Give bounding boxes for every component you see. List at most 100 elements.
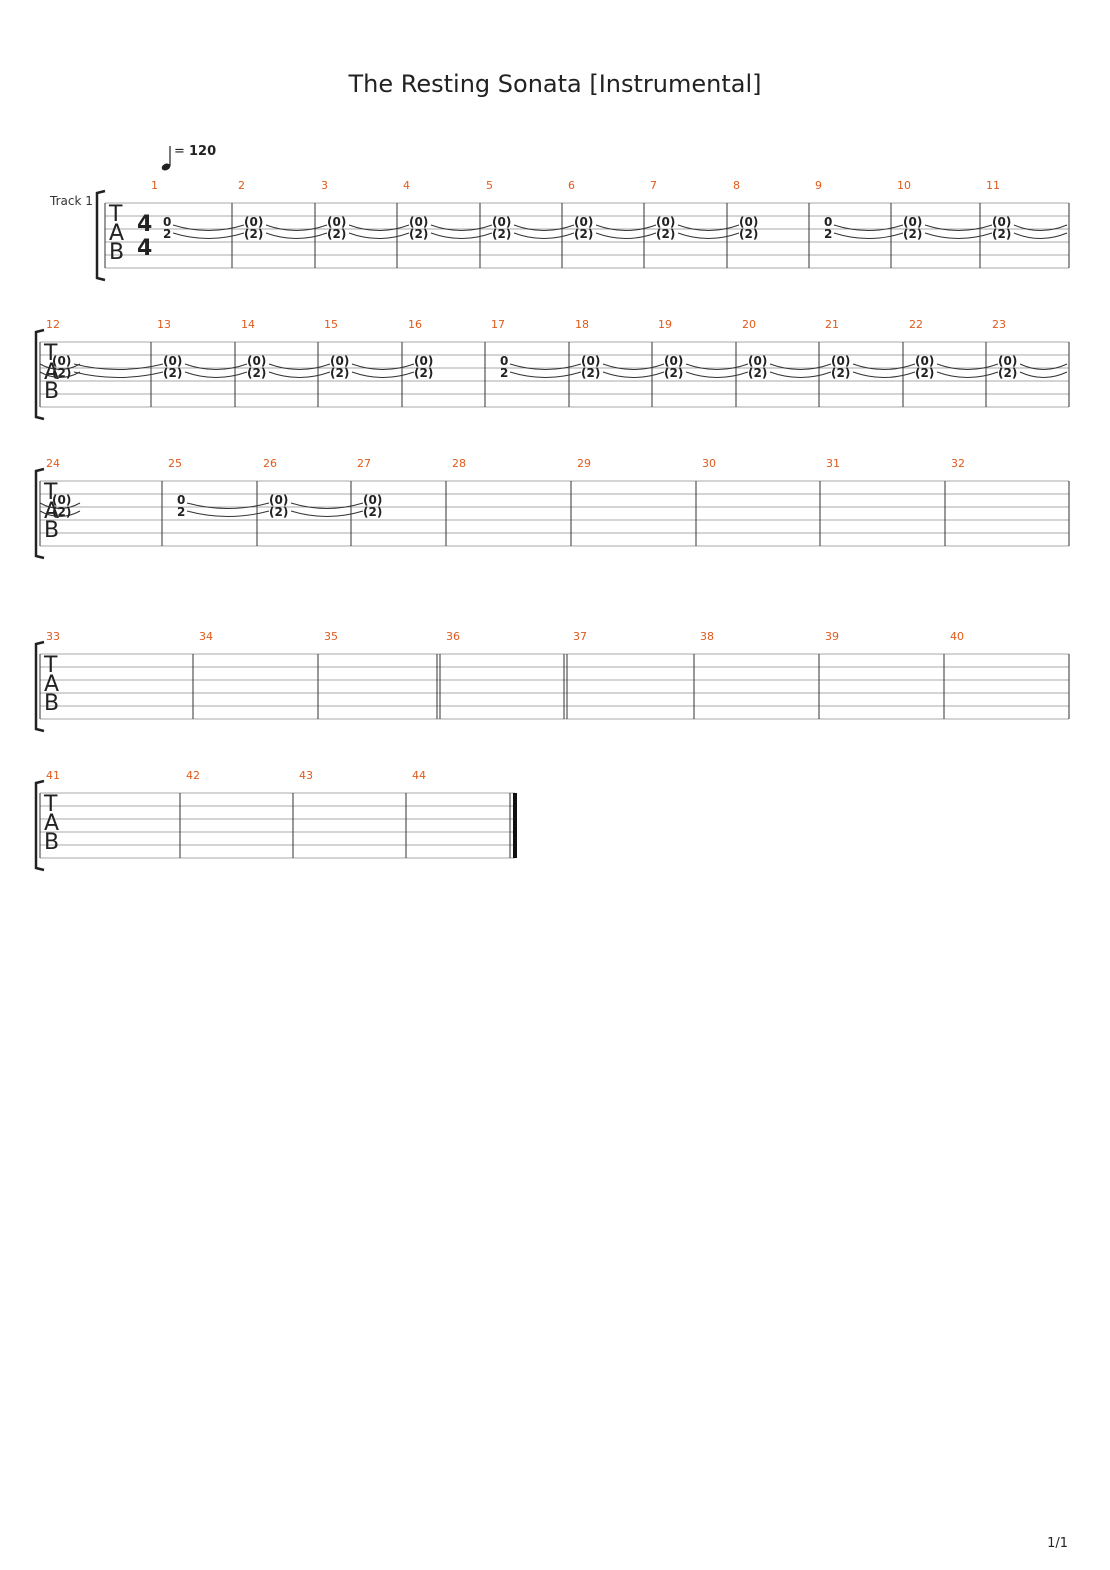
fret-number: (2) <box>574 227 593 241</box>
tie-arc <box>265 224 328 231</box>
fret-number: (2) <box>998 366 1017 380</box>
tie-arc <box>39 502 81 509</box>
fret-number: (2) <box>52 366 71 380</box>
system-bracket <box>34 328 45 421</box>
measure-number: 6 <box>568 179 575 192</box>
fret-number: 2 <box>500 366 508 380</box>
fret-number: (0) <box>739 215 758 229</box>
measure-number: 40 <box>950 630 964 643</box>
measure-number: 23 <box>992 318 1006 331</box>
measure-number: 1 <box>151 179 158 192</box>
tab-system: TAB12(0)(2)13(0)(2)14(0)(2)15(0)(2)16(0)… <box>34 318 1070 421</box>
tie-arc <box>1019 371 1068 378</box>
measure-number: 7 <box>650 179 657 192</box>
tab-clef-letter: A <box>44 811 59 836</box>
fret-number: 0 <box>824 215 832 229</box>
measure-number: 27 <box>357 457 371 470</box>
tie-arc <box>769 363 832 370</box>
fret-number: (0) <box>52 354 71 368</box>
tie-arc <box>833 224 904 231</box>
tie-arc <box>513 224 575 231</box>
fret-number: (0) <box>903 215 922 229</box>
tie-arc <box>509 371 582 378</box>
fret-number: (0) <box>748 354 767 368</box>
system-bracket <box>95 189 106 282</box>
page-number: 1/1 <box>1047 1536 1068 1551</box>
fret-number: (2) <box>163 366 182 380</box>
tie-arc <box>172 232 245 239</box>
fret-number: (2) <box>363 505 382 519</box>
fret-number: (0) <box>656 215 675 229</box>
fret-number: (2) <box>992 227 1011 241</box>
fret-number: (2) <box>656 227 675 241</box>
measure-number: 44 <box>412 769 426 782</box>
tie-arc <box>268 371 331 378</box>
fret-number: (0) <box>363 493 382 507</box>
fret-number: (0) <box>574 215 593 229</box>
fret-number: (0) <box>269 493 288 507</box>
fret-number: (2) <box>915 366 934 380</box>
tab-clef-letter: T <box>43 341 58 366</box>
tie-arc <box>172 224 245 231</box>
tie-arc <box>936 371 999 378</box>
measure-number: 26 <box>263 457 277 470</box>
fret-number: (2) <box>492 227 511 241</box>
measure-number: 22 <box>909 318 923 331</box>
tie-arc <box>290 510 364 517</box>
fret-number: (2) <box>664 366 683 380</box>
tab-clef-letter: A <box>44 672 59 697</box>
tie-arc <box>290 502 364 509</box>
tab-clef-letter: B <box>44 518 59 543</box>
measure-number: 14 <box>241 318 255 331</box>
measure-number: 12 <box>46 318 60 331</box>
fret-number: (0) <box>244 215 263 229</box>
tie-arc <box>677 224 740 231</box>
tab-clef-letter: T <box>43 480 58 505</box>
tie-arc <box>924 224 993 231</box>
fret-number: (2) <box>831 366 850 380</box>
tie-arc <box>430 232 493 239</box>
system-bracket <box>34 640 45 733</box>
fret-number: (0) <box>163 354 182 368</box>
score-title: The Resting Sonata [Instrumental] <box>348 70 762 98</box>
tie-arc <box>73 371 164 378</box>
fret-number: (2) <box>269 505 288 519</box>
measure-number: 8 <box>733 179 740 192</box>
time-signature-numerator: 4 <box>137 212 152 237</box>
measure-number: 3 <box>321 179 328 192</box>
fret-number: 2 <box>163 227 171 241</box>
measure-number: 2 <box>238 179 245 192</box>
tab-clef-letter: T <box>108 202 123 227</box>
tie-arc <box>73 363 164 370</box>
fret-number: (2) <box>247 366 266 380</box>
tie-arc <box>430 224 493 231</box>
fret-number: 2 <box>824 227 832 241</box>
fret-number: (0) <box>414 354 433 368</box>
tie-arc <box>39 363 81 370</box>
tie-arc <box>186 502 270 509</box>
system-bracket <box>34 467 45 560</box>
measure-number: 35 <box>324 630 338 643</box>
tie-arc <box>1013 232 1068 239</box>
tie-arc <box>685 371 749 378</box>
tie-arc <box>351 363 415 370</box>
fret-number: (2) <box>52 505 71 519</box>
tie-arc <box>186 510 270 517</box>
fret-number: (2) <box>581 366 600 380</box>
fret-number: 0 <box>500 354 508 368</box>
tie-arc <box>602 363 665 370</box>
tie-arc <box>351 371 415 378</box>
fret-number: 0 <box>163 215 171 229</box>
fret-number: (2) <box>244 227 263 241</box>
fret-number: (0) <box>998 354 1017 368</box>
tempo-equals: = <box>174 144 185 159</box>
tie-arc <box>769 371 832 378</box>
fret-number: 2 <box>177 505 185 519</box>
fret-number: (0) <box>992 215 1011 229</box>
tab-clef-letter: T <box>43 653 58 678</box>
measure-number: 19 <box>658 318 672 331</box>
fret-number: (0) <box>327 215 346 229</box>
measure-number: 5 <box>486 179 493 192</box>
measure-number: 9 <box>815 179 822 192</box>
